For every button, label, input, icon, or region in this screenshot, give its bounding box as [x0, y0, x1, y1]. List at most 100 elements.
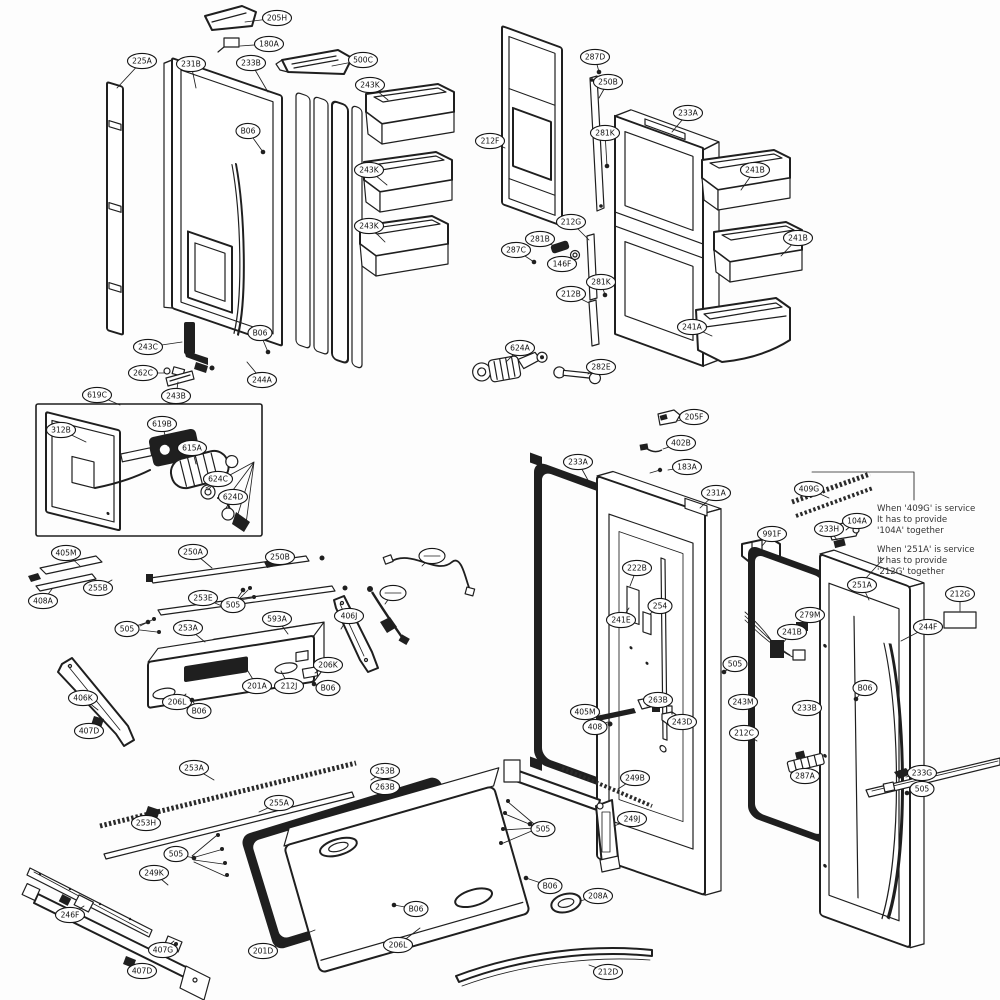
screw-dot [391, 902, 397, 908]
callout-615A [176, 439, 208, 457]
screw-dot [260, 149, 266, 155]
callout-label: 201D [253, 947, 273, 956]
part-wrench-282E [553, 366, 602, 385]
callout-label: 619B [152, 420, 172, 429]
screw-dot [523, 875, 529, 881]
callout-233B [235, 54, 267, 72]
callout-label: 253E [193, 594, 212, 603]
callout-208A [582, 887, 614, 905]
screw-dot [240, 587, 246, 593]
callout-label: 407G [153, 946, 173, 955]
callout-label: 243K [360, 81, 380, 90]
callout-212B [555, 285, 587, 303]
callout-label: 233A [568, 458, 588, 467]
callout-500C [347, 51, 379, 69]
part-strip-409G [791, 471, 874, 518]
part-rail-406J [333, 595, 397, 673]
callout-label: 281K [595, 129, 615, 138]
callout-B06 [315, 679, 341, 697]
part-right-rail-assembly-249B [499, 759, 653, 873]
callout-label: 253B [375, 767, 395, 776]
callout-406K [67, 689, 99, 707]
callout-253A [172, 619, 204, 637]
callout-label: 233B [797, 704, 817, 713]
callout-label: 253H [136, 819, 156, 828]
callout-201D [247, 942, 279, 960]
screw-dot [604, 163, 610, 169]
callout-255A [263, 794, 295, 812]
note-line: When '251A' is service [877, 545, 975, 555]
callout-label: 206L [168, 698, 187, 707]
callout-505 [163, 845, 189, 863]
note-line: '212G' together [877, 567, 945, 577]
callout-233H [813, 520, 845, 538]
callout-B06 [403, 900, 429, 918]
callout-233A [672, 104, 704, 122]
part-wire-harness-2 [367, 586, 410, 645]
callout-label: 282E [591, 363, 610, 372]
callout-408 [582, 718, 608, 736]
callout-405M [569, 703, 601, 721]
callout-label: 251A [852, 581, 872, 590]
callout-label: 505 [536, 825, 551, 834]
callout-253E [187, 589, 219, 607]
callout-label: 243D [672, 718, 692, 727]
screw-dot [191, 855, 197, 861]
callout-254 [647, 597, 673, 615]
callout-label: 505 [226, 601, 241, 610]
callout-279M [794, 606, 826, 624]
callout-label: 624C [208, 475, 228, 484]
callout-505 [722, 655, 748, 673]
callout-label: 212B [561, 290, 581, 299]
callout-262C [127, 364, 159, 382]
screw-dot [265, 349, 271, 355]
callout-label: B06 [409, 905, 424, 914]
callout-250B [264, 548, 296, 566]
callout-label: 104A [847, 517, 867, 526]
callout-231B [175, 55, 207, 73]
callout-label: 253A [184, 764, 204, 773]
callout-label: 991F [763, 530, 782, 539]
part-rail-253E [157, 585, 348, 616]
callout-label: 212G [950, 590, 970, 599]
callout-label: 255B [88, 584, 108, 593]
callout-label: 212D [598, 968, 618, 977]
callout-B06 [537, 877, 563, 895]
callout-505 [114, 620, 140, 638]
callout-label: 250B [598, 78, 618, 87]
callout-label: 624D [223, 493, 243, 502]
part-door-251A [819, 549, 925, 949]
callout-label: 212C [734, 729, 754, 738]
callout-label: 241B [788, 234, 808, 243]
callout-label: B06 [543, 882, 558, 891]
callout-label: 407D [132, 967, 152, 976]
callout-406J [333, 607, 365, 625]
callout-label: B06 [192, 707, 207, 716]
callout-label: 281K [591, 278, 611, 287]
part-door-bin-241A [695, 297, 791, 363]
callout-624A [504, 339, 536, 357]
screw-dot [853, 696, 859, 702]
callout-label: B06 [858, 684, 873, 693]
callout-label: 205H [267, 14, 287, 23]
callout-206L [382, 936, 414, 954]
callout-241A [676, 318, 708, 336]
callout-246F [54, 906, 86, 924]
callout-233B [791, 699, 823, 717]
callout-label: 254 [653, 602, 668, 611]
callout-281K [585, 273, 617, 291]
callout-label: 263B [375, 783, 395, 792]
callout-label: 624A [510, 344, 530, 353]
callout-244F [912, 618, 944, 636]
callout-241B [776, 623, 808, 641]
callout-250A [177, 543, 209, 561]
callout-label: B06 [321, 684, 336, 693]
callout-label: 262C [133, 369, 153, 378]
callout-104A [841, 512, 873, 530]
callout-212J [273, 677, 305, 695]
callout-label: 231B [181, 60, 201, 69]
callout-183A [671, 458, 703, 476]
callout-label: B06 [241, 127, 256, 136]
screw-dot [602, 292, 608, 298]
callout-label: 206L [389, 941, 408, 950]
